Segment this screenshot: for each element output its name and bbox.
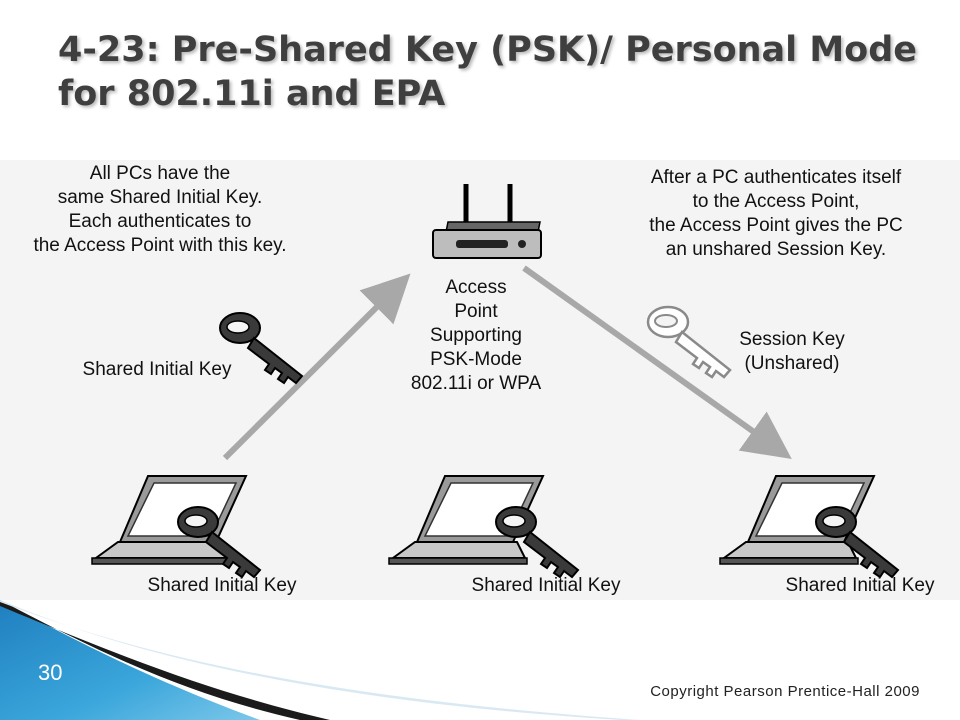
right-note-line: the Access Point gives the PC <box>649 215 903 236</box>
access-point-label-line: Access <box>445 277 507 298</box>
access-point-label-line: PSK-Mode <box>430 349 522 370</box>
slide-title: 4-23: Pre-Shared Key (PSK)/ Personal Mod… <box>58 30 918 114</box>
pc-2-key-label: Shared Initial Key <box>471 575 621 596</box>
arrow-from-access-point <box>522 265 792 459</box>
access-point-label-line: Point <box>454 301 498 322</box>
footer-decoration <box>0 600 960 720</box>
left-note-line: All PCs have the <box>89 163 231 184</box>
pc-1-key-label: Shared Initial Key <box>147 575 297 596</box>
right-note-line: an unshared Session Key. <box>665 239 887 260</box>
access-point-label-line: 802.11i or WPA <box>410 373 542 394</box>
left-note-line: Each authenticates to <box>68 211 252 232</box>
access-point-label-line: Supporting <box>430 325 522 346</box>
footer-shapes <box>0 600 640 720</box>
pc-3-key-label: Shared Initial Key <box>785 575 935 596</box>
left-note: All PCs have the same Shared Initial Key… <box>10 162 310 258</box>
slide-number: 30 <box>38 660 63 685</box>
right-note: After a PC authenticates itself to the A… <box>612 166 940 262</box>
session-key-label-line: Session Key <box>739 329 845 350</box>
arrow-to-access-point <box>222 273 411 461</box>
access-point-label: Access Point Supporting PSK-Mode 802.11i… <box>386 276 566 396</box>
left-note-line: the Access Point with this key. <box>33 235 287 256</box>
left-note-line: same Shared Initial Key. <box>57 187 263 208</box>
access-point-icon <box>432 184 542 259</box>
psk-diagram: All PCs have the same Shared Initial Key… <box>0 160 960 600</box>
right-note-line: After a PC authenticates itself <box>650 167 902 188</box>
copyright-text: Copyright Pearson Prentice-Hall 2009 <box>650 683 920 700</box>
diagram-graphics <box>91 184 899 578</box>
shared-initial-key-label: Shared Initial Key <box>82 359 232 380</box>
session-key-label-line: (Unshared) <box>744 353 840 374</box>
right-note-line: to the Access Point, <box>692 191 860 212</box>
session-key-label: Session Key (Unshared) <box>722 328 862 376</box>
